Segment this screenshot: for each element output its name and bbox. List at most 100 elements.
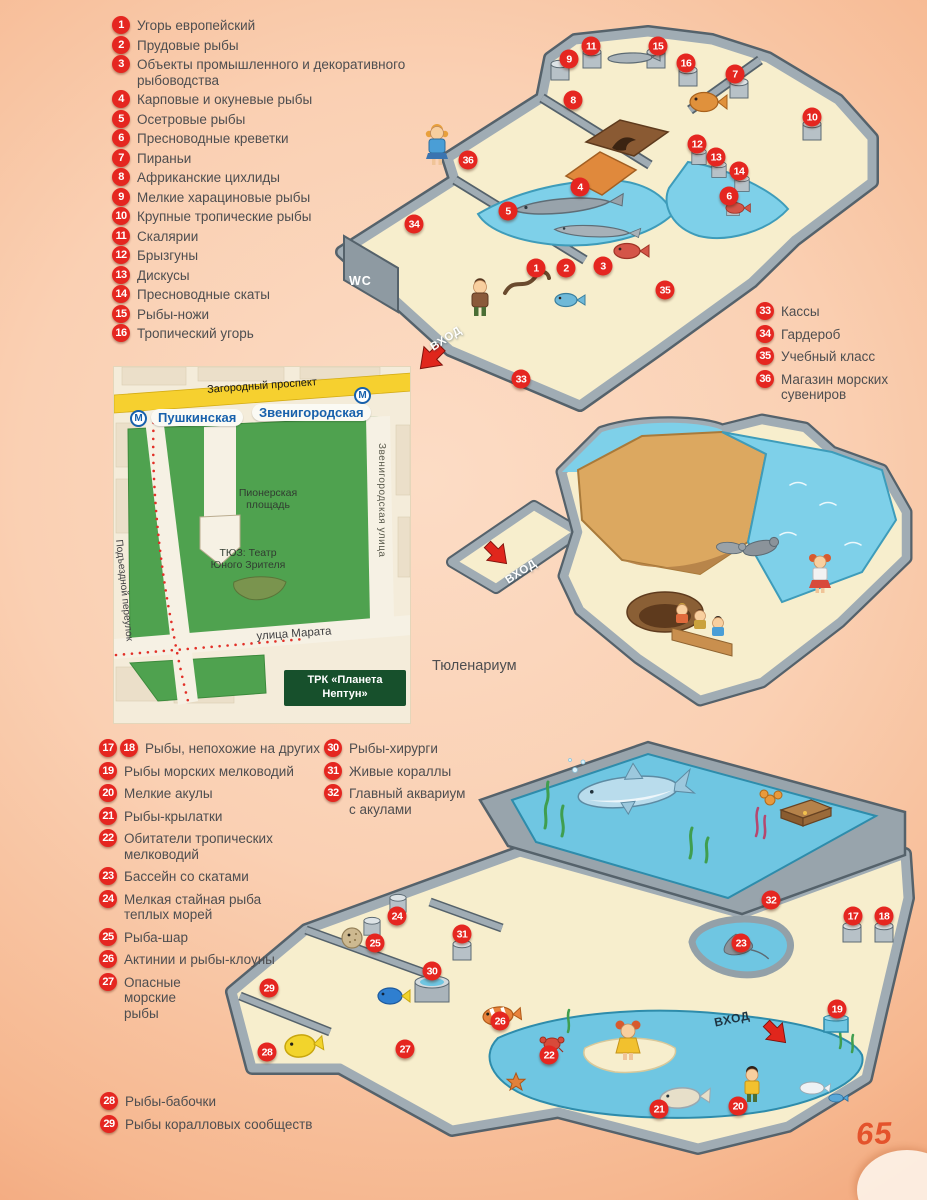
- legend-number-badge: 7: [112, 148, 130, 167]
- street-map: Загородный проспект М Пушкинская Звениго…: [113, 366, 411, 724]
- legend-number-badge: 14: [112, 285, 130, 304]
- seal-1: [742, 536, 780, 557]
- legend-number-badges: 15: [112, 304, 130, 323]
- starfish: [505, 1071, 527, 1092]
- legend-item-label: Живые кораллы: [349, 763, 452, 779]
- map-marker-10: 10: [802, 107, 822, 127]
- piranha-fish: [689, 91, 728, 113]
- girl-visitor-3: [615, 1020, 641, 1060]
- pionerskaya-square-shape: [199, 514, 241, 566]
- puffer-fish: [341, 927, 363, 949]
- map-marker-11: 11: [581, 36, 601, 56]
- legend-number-badges: 26: [99, 950, 117, 969]
- legend-number-badges: 23: [99, 867, 117, 886]
- legend-number-badges: 24: [99, 889, 117, 908]
- legend-number-badges: 12: [112, 246, 130, 265]
- hall1-tunnel-arch: [584, 119, 670, 157]
- sealarium-pool-water: [721, 431, 898, 604]
- map-marker-23: 23: [731, 933, 751, 953]
- map-marker-1: 1: [526, 258, 546, 278]
- girl-visitor-1: [425, 124, 449, 165]
- map-marker-29: 29: [259, 978, 279, 998]
- map-marker-4: 4: [570, 177, 590, 197]
- podezdnoy-lane-road: [144, 409, 198, 705]
- boulevard-road: [204, 425, 236, 519]
- map-marker-32: 32: [761, 890, 781, 910]
- map-marker-28: 28: [257, 1042, 277, 1062]
- hall1-wc-annex: [343, 234, 399, 314]
- theater-building: [233, 576, 287, 601]
- legend-item-label: Брызгуны: [137, 248, 199, 264]
- legend-number-badge: 10: [112, 207, 130, 226]
- map-marker-17: 17: [843, 906, 863, 926]
- legend-item-label: Объекты промышленного и декоративного ры…: [137, 57, 406, 88]
- hall3-inner-walls: [238, 897, 504, 1037]
- legend-item: 21 Рыбы-крылатки: [99, 806, 339, 825]
- legend-item-label: Рыбы, непохожие на других: [145, 741, 320, 756]
- legend-number-badges: 21: [99, 806, 117, 825]
- legend-number-badge: 25: [99, 927, 117, 946]
- legend-number-badges: 34: [756, 324, 774, 343]
- legend-item-label: Рыбы-крылатки: [124, 808, 223, 824]
- map-marker-18: 18: [874, 906, 894, 926]
- spectators: [676, 603, 724, 636]
- street-map-art: [114, 367, 410, 705]
- legend-number-badge: 32: [324, 784, 342, 802]
- shark: [577, 762, 697, 816]
- legend-item-label: Пираньи: [137, 150, 192, 166]
- legend-number-badge: 4: [112, 90, 130, 109]
- legend-number-badges: 1: [112, 16, 130, 34]
- legend-number-badges: 36: [756, 369, 774, 388]
- legend-number-badge: 33: [756, 302, 774, 320]
- legend-item-label: Главный аквариум с акулами: [349, 786, 466, 817]
- water-wave-lines: [779, 481, 862, 546]
- legend-number-badge: 34: [756, 324, 774, 343]
- legend-number-badge: 2: [112, 35, 130, 54]
- sturgeon-fish: [512, 192, 624, 215]
- map-marker-27: 27: [395, 1039, 415, 1059]
- zvenigorodskaya-street-road: [366, 416, 394, 621]
- seaweed: [543, 780, 710, 864]
- legend-item-label: Тропический угорь: [137, 326, 254, 342]
- map-marker-2: 2: [556, 258, 576, 278]
- legend-item: 7 Пираньи: [112, 148, 452, 167]
- legend-number-badge: 31: [324, 761, 342, 780]
- legend-number-badges: 11: [112, 226, 130, 245]
- sealarium-map: [446, 413, 913, 707]
- butterfly-fish: [284, 1034, 325, 1058]
- legend-number-badges: 5: [112, 109, 130, 128]
- legend-item-label: Осетровые рыбы: [137, 111, 246, 127]
- map-marker-3: 3: [593, 256, 613, 276]
- map-marker-36: 36: [458, 150, 478, 170]
- label-theater: ТЮЗ: Театр Юного Зрителя: [210, 547, 286, 571]
- legend-number-badge: 8: [112, 168, 130, 187]
- legend-number-badges: 32: [324, 784, 342, 802]
- legend-number-badge: 17: [99, 739, 117, 757]
- legend-number-badge: 12: [112, 246, 130, 265]
- legend-number-badges: 4: [112, 90, 130, 109]
- map-marker-7: 7: [725, 64, 745, 84]
- orange-coral: [759, 789, 783, 806]
- legend-number-badges: 25: [99, 927, 117, 946]
- page-number: 65: [855, 1115, 894, 1152]
- red-fish: [613, 242, 650, 260]
- legend-item-label: Рыбы-бабочки: [125, 1094, 216, 1109]
- legend-number-badges: 10: [112, 207, 130, 226]
- zagorodny-avenue-road: [114, 372, 410, 414]
- legend-number-badge: 21: [99, 806, 117, 825]
